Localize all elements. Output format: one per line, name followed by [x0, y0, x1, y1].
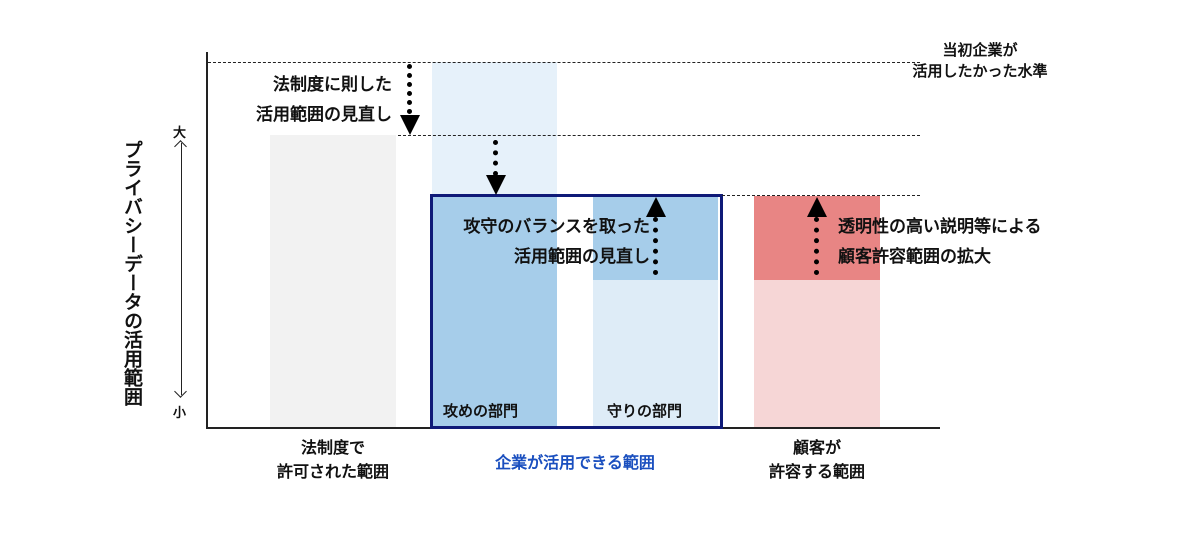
customer-expansion-annotation: 透明性の高い説明等による 顧客許容範囲の拡大 [838, 212, 1042, 272]
balance-review-arrow-up-icon [646, 197, 666, 217]
y-scale-arrowhead-up [174, 140, 187, 153]
customer-expansion-line2: 顧客許容範囲の拡大 [838, 247, 991, 267]
category-company-label: 企業が活用できる範囲 [495, 453, 655, 472]
y-axis-bottom-label: 小 [173, 406, 187, 421]
company-review-arrow-down-icon [486, 175, 506, 195]
y-axis-line [206, 52, 208, 429]
initial-level-line [208, 62, 920, 63]
category-legal-line2: 許可された範囲 [276, 462, 389, 481]
balance-review-annotation: 攻守のバランスを取った 活用範囲の見直し [438, 212, 650, 272]
category-customer-line2: 許容する範囲 [768, 462, 865, 481]
legal-review-arrow-shaft [407, 64, 412, 114]
customer-level-line [722, 195, 920, 196]
balance-review-line2: 活用範囲の見直し [514, 247, 650, 267]
defense-bar-label: 守りの部門 [607, 402, 683, 420]
balance-review-line1: 攻守のバランスを取った [463, 217, 650, 237]
y-axis-top-label: 大 [173, 126, 187, 141]
company-range-box [430, 194, 723, 429]
category-legal-line1: 法制度で [300, 438, 365, 457]
customer-expansion-arrow-shaft [814, 217, 819, 275]
customer-expansion-line1: 透明性の高い説明等による [838, 217, 1042, 237]
legal-review-annotation: 法制度に則した 活用範囲の見直し [210, 70, 392, 130]
offense-bar [432, 196, 557, 427]
legal-review-line1: 法制度に則した [273, 75, 392, 95]
initial-level-label-line1: 当初企業が [942, 41, 1018, 59]
initial-level-label: 当初企業が 活用したかった水準 [912, 40, 1048, 82]
legal-review-line2: 活用範囲の見直し [256, 105, 392, 125]
defense-bar-lower [593, 280, 718, 427]
category-legal-label: 法制度で 許可された範囲 [243, 436, 423, 484]
customer-bar-lower [754, 280, 880, 427]
y-scale-arrow [181, 143, 182, 395]
company-review-arrow-shaft [493, 140, 498, 176]
legal-level-line [398, 135, 920, 136]
initial-level-label-line2: 活用したかった水準 [912, 62, 1048, 80]
balance-review-arrow-shaft [653, 217, 658, 275]
category-customer-label: 顧客が 許容する範囲 [727, 436, 907, 484]
category-customer-line1: 顧客が [792, 438, 841, 457]
y-scale-arrowhead-down [174, 385, 187, 398]
legal-range-bar [270, 135, 396, 427]
offense-bar-label: 攻めの部門 [443, 402, 519, 420]
legal-review-arrow-down-icon [400, 115, 420, 135]
y-axis-label: プライバシーデータの活用範囲 [121, 140, 143, 406]
customer-expansion-arrow-up-icon [807, 197, 827, 217]
